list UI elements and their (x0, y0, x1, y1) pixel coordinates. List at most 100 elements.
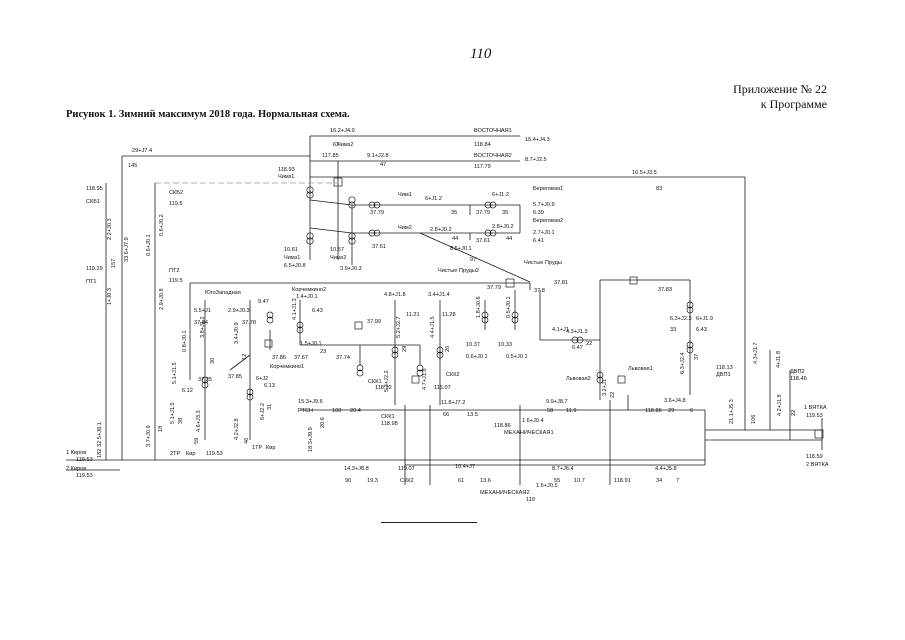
label-f-ck-a: 11.21 (406, 312, 420, 318)
label-f-pt1: 1+J0.3 (107, 288, 113, 305)
label-f-tr1: 5.1+J1.5 (172, 362, 178, 384)
label-chim2-v: 37.61 (372, 244, 386, 250)
label-beregovaya1: Береговая1 (533, 186, 563, 192)
label-kirov2: 2 Киров (66, 466, 86, 472)
label-pt2: ПТ2 (169, 268, 180, 274)
label-ltr: 1ТР (252, 445, 263, 451)
label-f-lvov-v: 6.3+J2.4 (680, 352, 686, 374)
label-ck-v1: 10.37 (466, 342, 480, 348)
label-f-ck: 4.8+J1.8 (384, 292, 406, 298)
label-f-chim1-a: 35 (451, 210, 457, 216)
label-tr-lv2: 6.13 (264, 383, 275, 389)
label-f-tr9-a: 30 (210, 358, 216, 364)
label-dvp2: ДВП2 (790, 369, 805, 375)
label-ber2-a: 44 (506, 236, 512, 242)
label-f-l1-a: 157 (111, 259, 117, 268)
label-kor-v1: 37.86 (272, 355, 286, 361)
label-ber2-lv: 6.41 (533, 238, 544, 244)
label-f-tr8: 0.8+J0.1 (182, 330, 188, 352)
label-f-mid2-b: 11.9 (566, 408, 576, 414)
label-f-tr4: 4.2+J2.8 (234, 418, 240, 440)
label-f-low3: 8.7+J6.4 (552, 466, 574, 472)
label-dvp2-v: 118.46 (790, 376, 807, 382)
label-lvov-a3: 33 (670, 327, 676, 333)
label-f-tr3: 4.6+J3.3 (196, 410, 202, 432)
label-f-skb1: 2.2+J0.3 (107, 218, 113, 240)
label-f-low1-b: 19.3 (367, 478, 378, 484)
label-ltr-kir: Кир (266, 445, 276, 451)
label-mex2: МЕХАНИЧЕСКАЯ2 (480, 490, 530, 496)
label-f-mid-b: 13.5 (467, 412, 478, 418)
label-f-tr3-a: 59 (194, 438, 200, 444)
label-skk2-v: 115.07 (434, 385, 451, 391)
label-vostochnaya1: ВОСТОЧНАЯ1 (474, 128, 512, 134)
label-ck-v2: 10.33 (498, 342, 512, 348)
label-chimz1: Чимз1 (278, 174, 294, 180)
label-f-cp: 8.5+J0.1 (450, 246, 472, 252)
label-f-lvov-x: 3.2+J1 (602, 379, 608, 396)
label-chistye-prudy2: Чистые Пруды2 (438, 268, 479, 274)
label-skk1-v: 118.92 (375, 385, 392, 391)
label-f-low4-b: 7 (676, 478, 679, 484)
label-f-rtch2-a: 20.6 (320, 417, 326, 428)
label-kor2-lv: 6.43 (312, 308, 323, 314)
label-f-tr10: 3.4+J0.9 (234, 322, 240, 344)
label-cp-v1: 37.79 (487, 285, 501, 291)
label-skb2-v: 119.5 (169, 201, 183, 207)
label-pt1-v: 119.29 (86, 266, 103, 272)
label-beregovaya2: Береговая2 (533, 218, 563, 224)
label-chimz-lv2: 10.57 (330, 247, 344, 253)
label-pt1: ПТ1 (86, 279, 97, 285)
label-chistye-prudy: Чистые Пруды (524, 260, 562, 266)
label-kor2-load: 1.4+J0.1 (296, 294, 318, 300)
label-tr-v2: 37.85 (228, 374, 242, 380)
label-skk1-bus: СКК1 (381, 414, 395, 420)
label-vyatka2-v: 118.59 (806, 454, 823, 460)
label-f-ck6: 4.7+J1.8 (422, 368, 428, 390)
label-lvov-b: 6 (690, 408, 693, 414)
label-yz-v: 37.84 (194, 320, 208, 326)
label-chimz1-v: 118.93 (278, 167, 295, 173)
label-f-tr2: 5.1+J1.5 (170, 402, 176, 424)
label-lvov-lv: 6.47 (572, 345, 583, 351)
label-ztr-kir: Кир (186, 451, 196, 457)
label-lvov-a2: 22 (586, 341, 592, 347)
label-f-tr5: 6+J2 (256, 376, 268, 382)
label-yugozapadnaya: ЮгоЗападная (205, 290, 241, 296)
label-f-low4: 4.4+J5.8 (655, 466, 677, 472)
main-lines (66, 135, 823, 485)
label-f-low3-a: 55 (554, 478, 560, 484)
label-f-vost2: 9.1+J2.8 (367, 153, 389, 159)
figure-caption: Рисунок 1. Зимний максимум 2018 года. Но… (66, 109, 350, 120)
label-f-chim2: 2.8+J0.2 (430, 227, 452, 233)
label-skk1-bus-v: 118.98 (381, 421, 398, 427)
label-kor-v2: 37.67 (294, 355, 308, 361)
label-f-vost1: 16.2+J4.9 (330, 128, 355, 134)
label-kirov2-v: 119.53 (76, 473, 93, 479)
label-f-lvov-x-a: 22 (610, 392, 616, 398)
label-f-right-top: 16.5+J3.5 (632, 170, 657, 176)
label-f-skb2: 0.6+J0.2 (159, 214, 165, 236)
label-chim1-v: 37.79 (370, 210, 384, 216)
label-f-lvov-a: 37 (694, 354, 700, 360)
label-lvov-a: 29 (668, 408, 674, 414)
label-f-cp-a: 97 (470, 257, 476, 263)
label-chimz-lv1-b: Чимз1 (284, 255, 300, 261)
label-ck-load2: 0.5+J0.1 (506, 354, 528, 360)
label-mex1-v: 118.86 (494, 423, 511, 429)
label-f-vost2-a: 47 (380, 162, 386, 168)
page-number: 110 (470, 46, 492, 62)
label-kirov1: 1 Киров (66, 450, 86, 456)
label-f-ck2: 3.4+J1.4 (428, 292, 450, 298)
label-f-tr6-a: 31 (267, 404, 273, 410)
label-f-dvp2-a: 22 (791, 410, 797, 416)
label-skb2: СКБ2 (169, 190, 183, 196)
label-mex2-load: 1.6+J0.5 (536, 483, 558, 489)
label-f-ck3: 5.2+J2.7 (396, 316, 402, 338)
appendix-line-2: к Программе (760, 97, 827, 111)
label-vyatka2: 2 ВЯТКА (806, 462, 829, 468)
label-f-ck2-a: 11.28 (442, 312, 456, 318)
label-kor-v4: 37.99 (367, 319, 381, 325)
label-f-top: 29+J7.4 (132, 148, 152, 154)
label-lvov-v: 118.86 (645, 408, 662, 414)
